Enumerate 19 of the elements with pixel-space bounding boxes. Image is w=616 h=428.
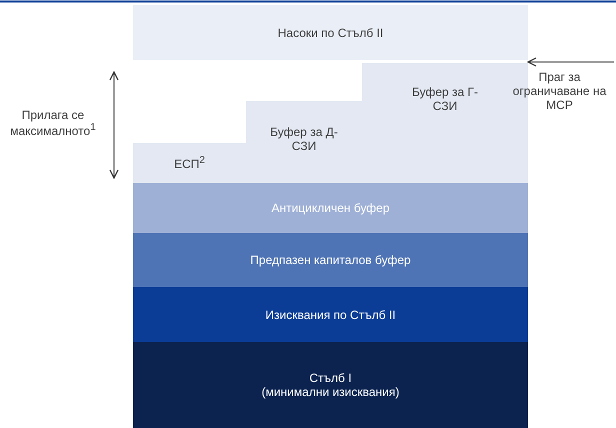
requirement-band bbox=[133, 342, 528, 428]
block-label: Насоки по Стълб II bbox=[278, 26, 384, 40]
block-label: Стълб I bbox=[309, 371, 352, 385]
bracket-note: Прилага се максималното$^{1}$ bbox=[9, 108, 97, 138]
buffer-band bbox=[133, 233, 528, 287]
block-label: Предпазен капиталов буфер bbox=[250, 253, 411, 267]
block-label: (минимални изисквания) bbox=[262, 385, 400, 399]
buffer-step bbox=[246, 101, 362, 183]
block-label: Буфер за Г-СЗИ bbox=[410, 85, 480, 113]
block-label: Буфер за Д-СЗИ bbox=[269, 125, 339, 153]
guidance-band bbox=[133, 5, 528, 60]
buffer-step bbox=[133, 143, 246, 183]
buffer-band bbox=[133, 183, 528, 233]
block-label: Антицикличен буфер bbox=[271, 201, 390, 215]
requirement-band bbox=[133, 287, 528, 342]
block-label: Праг за ограничаване на МСР bbox=[512, 70, 608, 112]
block-label: ЕСП$^{2}$ bbox=[174, 155, 205, 171]
arrow bbox=[527, 57, 614, 67]
block-label: Изисквания по Стълб II bbox=[265, 308, 396, 322]
